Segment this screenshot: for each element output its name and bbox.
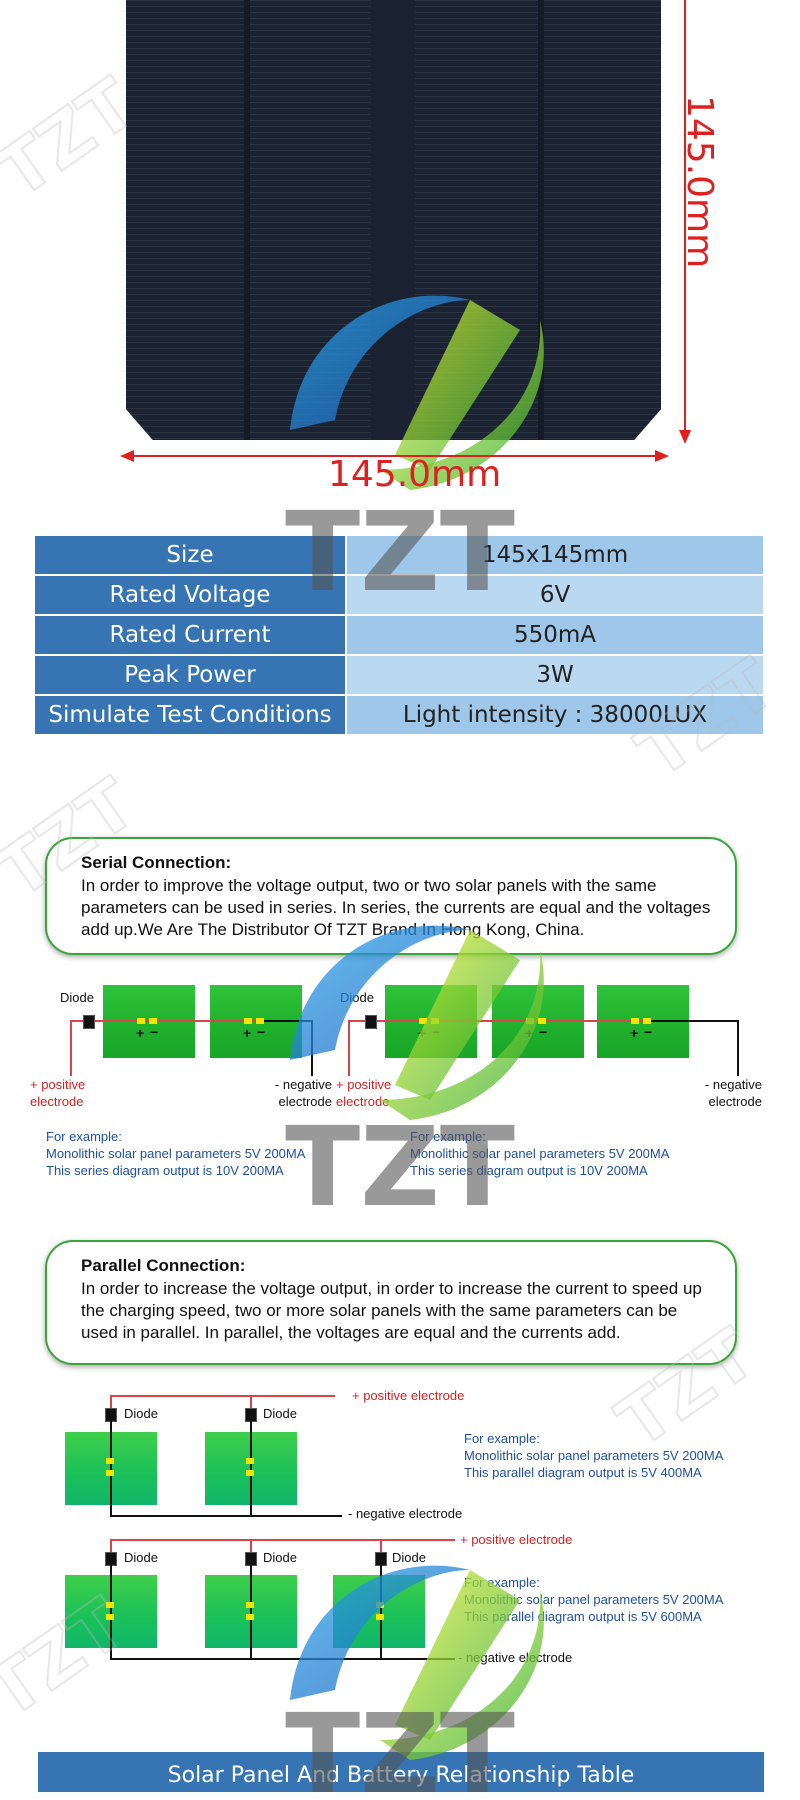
diode-label: Diode bbox=[392, 1550, 426, 1565]
parallel-example-top: For example: Monolithic solar panel para… bbox=[464, 1431, 724, 1480]
negative-electrode-label: - negative electrode bbox=[274, 1077, 332, 1109]
spec-key: Rated Voltage bbox=[33, 574, 347, 616]
plus-sign: + bbox=[525, 1025, 534, 1041]
serial-connection-box: Serial Connection: In order to improve t… bbox=[45, 837, 737, 955]
width-dimension-label: 145.0mm bbox=[328, 454, 502, 495]
solar-cell bbox=[333, 1575, 425, 1648]
negative-electrode-label: - negative electrode bbox=[458, 1650, 573, 1665]
serial-example-right: For example: Monolithic solar panel para… bbox=[410, 1129, 670, 1178]
positive-electrode-label: + positive electrode bbox=[336, 1077, 392, 1109]
spec-value: Light intensity : 38000LUX bbox=[345, 694, 765, 736]
parallel-connection-box: Parallel Connection: In order to increas… bbox=[45, 1240, 737, 1365]
spec-value: 145x145mm bbox=[345, 534, 765, 576]
parallel-title: Parallel Connection: bbox=[81, 1256, 246, 1275]
serial-title: Serial Connection: bbox=[81, 853, 232, 872]
diode-label: Diode bbox=[124, 1406, 158, 1421]
plus-sign: + bbox=[630, 1025, 639, 1041]
positive-electrode-label: + positive electrode bbox=[30, 1077, 86, 1109]
diode-label: Diode bbox=[263, 1550, 297, 1565]
spec-value: 550mA bbox=[345, 614, 765, 656]
minus-sign: − bbox=[644, 1024, 653, 1040]
spec-key: Rated Current bbox=[33, 614, 347, 656]
minus-sign: − bbox=[150, 1024, 159, 1040]
spec-key: Size bbox=[33, 534, 347, 576]
serial-description: In order to improve the voltage output, … bbox=[81, 876, 711, 939]
serial-example-left: For example: Monolithic solar panel para… bbox=[46, 1129, 306, 1178]
plus-sign: + bbox=[136, 1025, 145, 1041]
diode-icon bbox=[83, 1015, 95, 1029]
solar-panel-photo bbox=[126, 0, 661, 440]
diode-label: Diode bbox=[60, 990, 94, 1005]
negative-electrode-label: - negative electrode bbox=[348, 1506, 463, 1521]
spec-value: 3W bbox=[345, 654, 765, 696]
diode-label: Diode bbox=[340, 990, 374, 1005]
positive-electrode-label: + positive electrode bbox=[352, 1388, 465, 1403]
diode-icon bbox=[365, 1015, 377, 1029]
positive-electrode-label: + positive electrode bbox=[460, 1532, 573, 1547]
plus-sign: + bbox=[418, 1025, 427, 1041]
diode-label: Diode bbox=[263, 1406, 297, 1421]
parallel-example-bottom: For example: Monolithic solar panel para… bbox=[464, 1575, 724, 1624]
minus-sign: − bbox=[432, 1024, 441, 1040]
plus-sign: + bbox=[243, 1025, 252, 1041]
height-dimension-label: 145.0mm bbox=[679, 95, 720, 269]
parallel-description: In order to increase the voltage output,… bbox=[81, 1279, 702, 1342]
minus-sign: − bbox=[257, 1024, 266, 1040]
diode-label: Diode bbox=[124, 1550, 158, 1565]
spec-value: 6V bbox=[345, 574, 765, 616]
spec-key: Peak Power bbox=[33, 654, 347, 696]
minus-sign: − bbox=[539, 1024, 548, 1040]
negative-electrode-label: - negative electrode bbox=[704, 1077, 762, 1109]
relationship-table-banner: Solar Panel And Battery Relationship Tab… bbox=[38, 1752, 764, 1792]
spec-key: Simulate Test Conditions bbox=[33, 694, 347, 736]
